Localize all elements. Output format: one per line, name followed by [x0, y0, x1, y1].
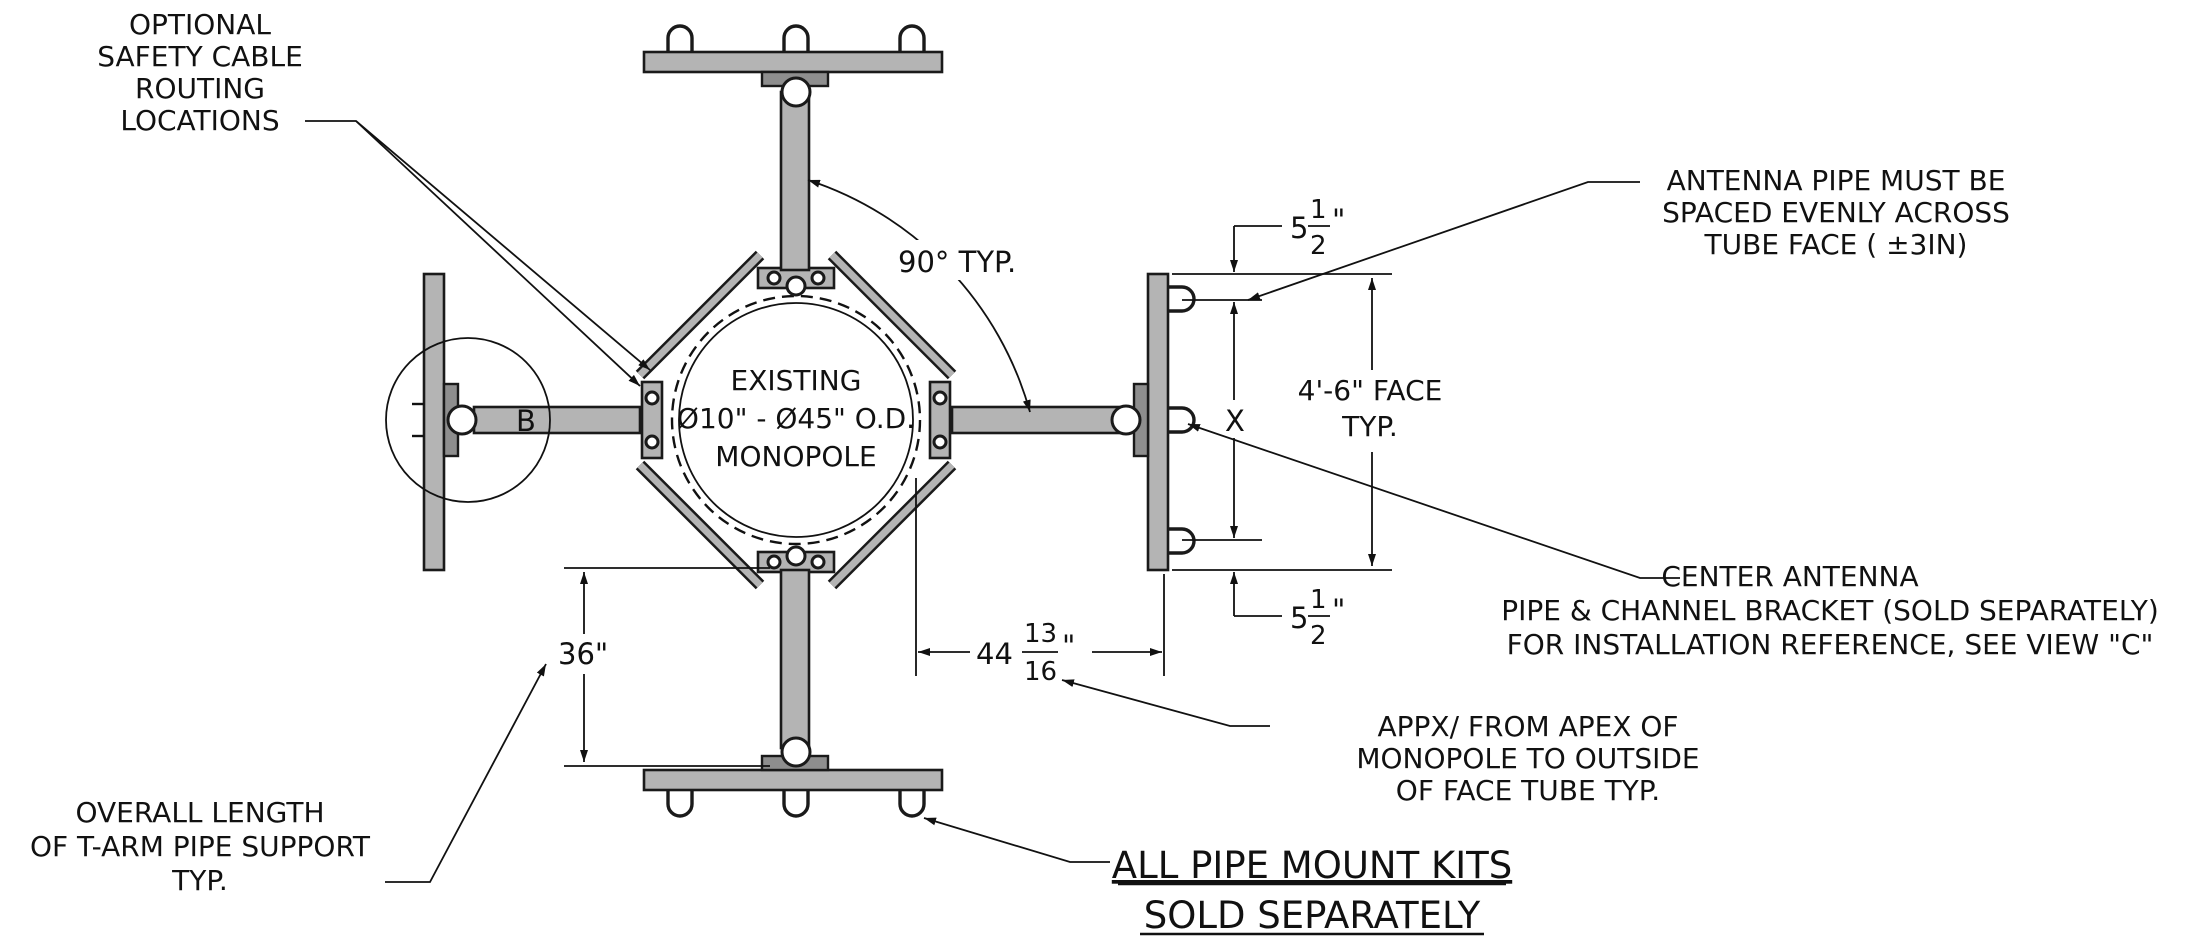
antenna-pipe-line-3: TUBE FACE ( ±3IN): [1704, 228, 1968, 261]
top-spacing-whole: 5: [1290, 211, 1308, 245]
detail-b-callout: B: [385, 337, 551, 503]
existing-monopole-label: EXISTING Ø10" - Ø45" O.D. MONOPOLE: [677, 364, 915, 473]
existing-line-2: Ø10" - Ø45" O.D.: [677, 402, 915, 435]
safety-cable-line-1: OPTIONAL: [129, 8, 271, 41]
bottom-spacing-num: 1: [1310, 585, 1327, 615]
safety-cable-line-3: ROUTING: [135, 72, 265, 105]
bottom-spacing-whole: 5: [1290, 601, 1308, 635]
pipe-kits-line-1: ALL PIPE MOUNT KITS: [1112, 844, 1512, 887]
center-antenna-line-1: CENTER ANTENNA: [1661, 560, 1918, 593]
right-arm: [950, 272, 1196, 572]
apex-line-2: MONOPOLE TO OUTSIDE: [1356, 742, 1699, 775]
center-antenna-line-2: PIPE & CHANNEL BRACKET (SOLD SEPARATELY): [1501, 594, 2159, 627]
antenna-pipe-line-1: ANTENNA PIPE MUST BE: [1667, 164, 2006, 197]
arm-length-label: 36": [558, 637, 608, 671]
x-label: X: [1225, 404, 1245, 438]
overall-length-line-1: OVERALL LENGTH: [75, 796, 324, 829]
pipe-kits-callout: ALL PIPE MOUNT KITS SOLD SEPARATELY: [923, 817, 1512, 937]
safety-cable-callout: OPTIONAL SAFETY CABLE ROUTING LOCATIONS: [97, 8, 651, 387]
apex-line-1: APPX/ FROM APEX OF: [1377, 710, 1678, 743]
overall-length-line-2: OF T-ARM PIPE SUPPORT: [30, 830, 371, 863]
pipe-kits-line-2: SOLD SEPARATELY: [1144, 894, 1481, 937]
apex-distance-whole: 44: [976, 637, 1013, 671]
safety-cable-line-4: LOCATIONS: [120, 104, 279, 137]
center-antenna-callout: CENTER ANTENNA PIPE & CHANNEL BRACKET (S…: [1187, 423, 2159, 661]
existing-line-3: MONOPOLE: [715, 440, 876, 473]
top-arm: [642, 24, 944, 272]
face-line-1: 4'-6" FACE: [1298, 374, 1443, 407]
center-antenna-line-3: FOR INSTALLATION REFERENCE, SEE VIEW "C": [1507, 628, 2154, 661]
face-dimensions: X 4'-6" FACE TYP. 5 1 2 " 5 1 2 ": [1172, 195, 1454, 651]
face-line-2: TYP.: [1341, 410, 1398, 443]
top-spacing-num: 1: [1310, 195, 1327, 225]
overall-length-line-3: TYP.: [171, 864, 228, 897]
existing-line-1: EXISTING: [731, 364, 862, 397]
top-spacing-den: 2: [1310, 231, 1327, 261]
top-spacing-unit: ": [1332, 203, 1345, 237]
apex-callout: APPX/ FROM APEX OF MONOPOLE TO OUTSIDE O…: [1061, 679, 1700, 807]
angle-dimension: 90° TYP.: [807, 179, 1042, 413]
apex-line-3: OF FACE TUBE TYP.: [1396, 774, 1660, 807]
angle-label: 90° TYP.: [898, 245, 1016, 279]
arm-length-dimension: 36": [556, 567, 770, 767]
monopole: [670, 294, 922, 546]
antenna-pipe-line-2: SPACED EVENLY ACROSS: [1662, 196, 2010, 229]
apex-distance-den: 16: [1024, 657, 1057, 687]
detail-b-label: B: [516, 404, 536, 438]
safety-cable-line-2: SAFETY CABLE: [97, 40, 303, 73]
apex-dimension: 44 13 16 ": [915, 478, 1165, 687]
overall-length-callout: OVERALL LENGTH OF T-ARM PIPE SUPPORT TYP…: [30, 663, 547, 897]
bottom-arm: [642, 568, 944, 818]
bottom-spacing-den: 2: [1310, 621, 1327, 651]
antenna-pipe-callout: ANTENNA PIPE MUST BE SPACED EVENLY ACROS…: [1247, 164, 2010, 301]
bottom-spacing-unit: ": [1332, 593, 1345, 627]
apex-distance-num: 13: [1024, 619, 1057, 649]
apex-distance-unit: ": [1062, 629, 1075, 663]
